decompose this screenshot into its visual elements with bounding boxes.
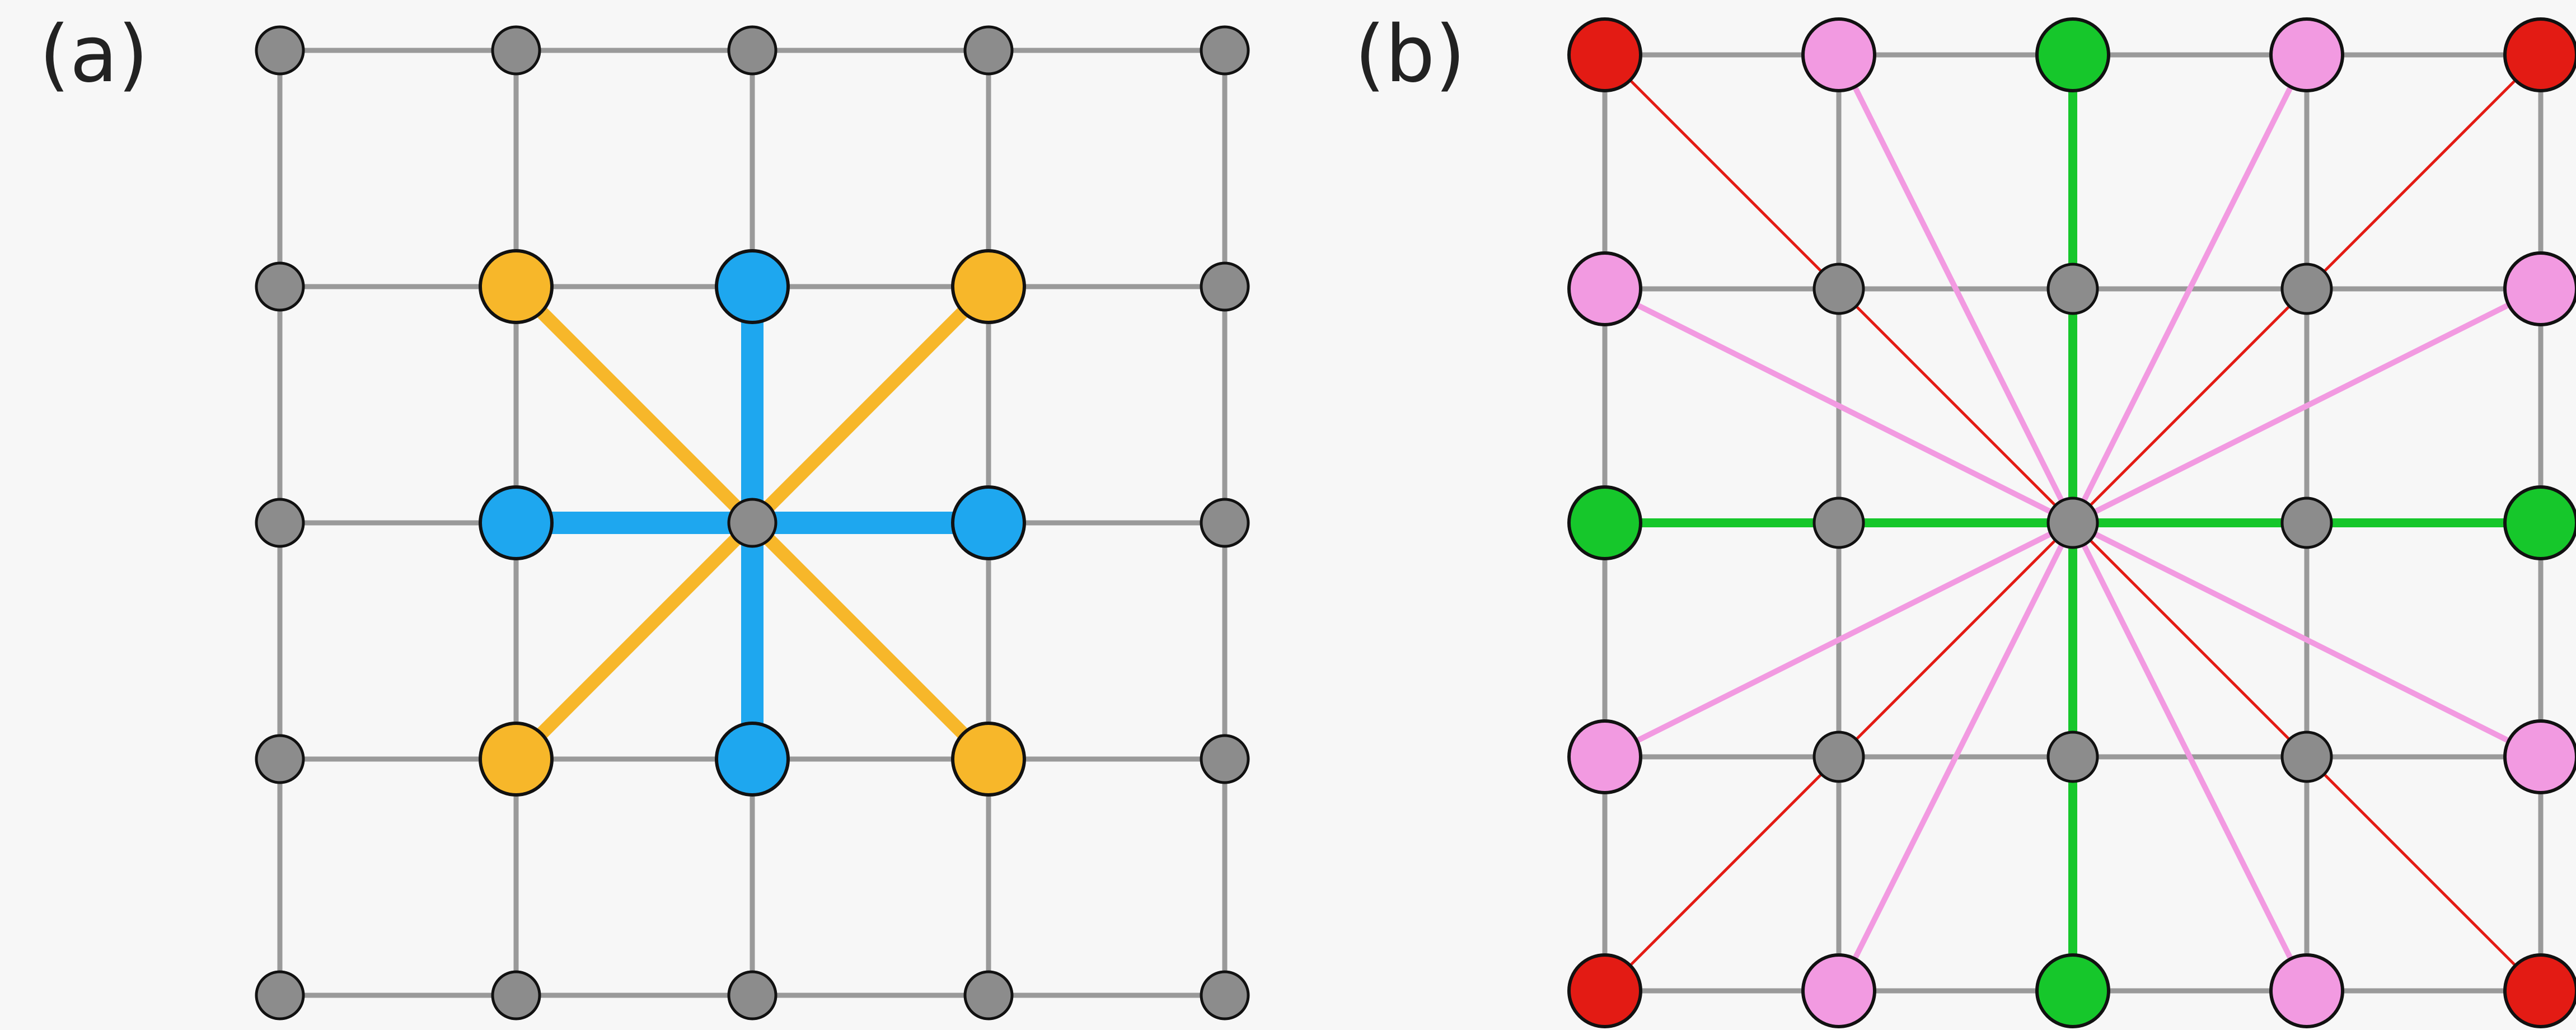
panel-b-site-1-1 xyxy=(1812,263,1865,315)
panel-b-knight-like-link-4-1 xyxy=(2071,286,2542,526)
panel-a-site-4-4 xyxy=(1200,970,1250,1020)
panel-a-diagonal-link-3-3 xyxy=(747,518,994,764)
panel-b-knight-like-link-1-4 xyxy=(1836,521,2076,992)
panel-b-site-3-4 xyxy=(2269,953,2344,1028)
panel-b-site-0-3 xyxy=(1567,719,1642,794)
panel-a-site-3-3 xyxy=(951,722,1026,797)
panel-a-diagonal-link-1-1 xyxy=(511,282,757,528)
panel-b-knight-like-link-1-0 xyxy=(1836,53,2076,525)
panel-b-site-2-3 xyxy=(2046,731,2099,783)
panel-a-center-site xyxy=(727,498,778,548)
panel-b-site-3-2 xyxy=(2280,497,2333,549)
panel-a-site-2-1 xyxy=(715,249,790,324)
panel-a-site-3-4 xyxy=(963,970,1014,1020)
panel-b-knight-like-link-3-0 xyxy=(2070,53,2310,525)
panel-a-site-1-3 xyxy=(479,722,554,797)
panel-a-site-0-0 xyxy=(255,25,305,76)
panel-a-site-0-4 xyxy=(255,970,305,1020)
panel-b-site-3-3 xyxy=(2280,731,2333,783)
panel-b-site-1-0 xyxy=(1801,17,1876,92)
panel-b-site-3-0 xyxy=(2269,17,2344,92)
panel-a-site-0-1 xyxy=(255,261,305,312)
panel-b-site-4-2 xyxy=(2503,485,2576,560)
panel-a-site-3-1 xyxy=(951,249,1026,324)
panel-b-site-1-4 xyxy=(1801,953,1876,1028)
panel-a-site-2-0 xyxy=(727,25,778,76)
panel-a-site-4-1 xyxy=(1200,261,1250,312)
panel-b-knight-like-link-0-1 xyxy=(1603,286,2074,526)
panel-a-site-1-1 xyxy=(479,249,554,324)
panel-b-site-0-1 xyxy=(1567,251,1642,326)
panel-b-label: (b) xyxy=(1355,9,1466,100)
panel-b-knight-like-link-0-3 xyxy=(1603,520,2074,760)
panel-b-site-4-3 xyxy=(2503,719,2576,794)
panel-b-site-0-2 xyxy=(1567,485,1642,560)
panel-b-site-3-1 xyxy=(2280,263,2333,315)
panel-b-knight-like-link-4-3 xyxy=(2071,520,2542,760)
panel-a-diagonal-link-3-1 xyxy=(747,282,994,528)
panel-b-site-4-0 xyxy=(2503,17,2576,92)
panel-a-site-1-2 xyxy=(479,485,554,560)
panel-b-site-2-1 xyxy=(2046,263,2099,315)
panel-b-site-4-4 xyxy=(2503,953,2576,1028)
panel-a-site-2-3 xyxy=(715,722,790,797)
panel-b-center-site xyxy=(2046,497,2099,549)
panel-b-site-1-2 xyxy=(1812,497,1865,549)
panel-a-site-4-3 xyxy=(1200,734,1250,784)
panel-a-site-3-0 xyxy=(963,25,1014,76)
panel-b-site-2-4 xyxy=(2035,953,2110,1028)
panel-a-site-0-2 xyxy=(255,498,305,548)
panel-b-site-0-0 xyxy=(1567,17,1642,92)
panel-a-diagonal-link-1-3 xyxy=(511,518,757,764)
panel-a-site-3-2 xyxy=(951,485,1026,560)
panel-a-site-1-0 xyxy=(491,25,541,76)
panel-b-site-2-0 xyxy=(2035,17,2110,92)
panel-a-site-1-4 xyxy=(491,970,541,1020)
panel-b-site-4-1 xyxy=(2503,251,2576,326)
panel-a-label: (a) xyxy=(39,9,149,100)
panel-b-knight-like-link-3-4 xyxy=(2070,521,2310,992)
panel-a-site-0-3 xyxy=(255,734,305,784)
panel-a-site-4-2 xyxy=(1200,498,1250,548)
panel-a-site-4-0 xyxy=(1200,25,1250,76)
panel-a-site-2-4 xyxy=(727,970,778,1020)
panel-b-site-0-4 xyxy=(1567,953,1642,1028)
panel-b-site-1-3 xyxy=(1812,731,1865,783)
